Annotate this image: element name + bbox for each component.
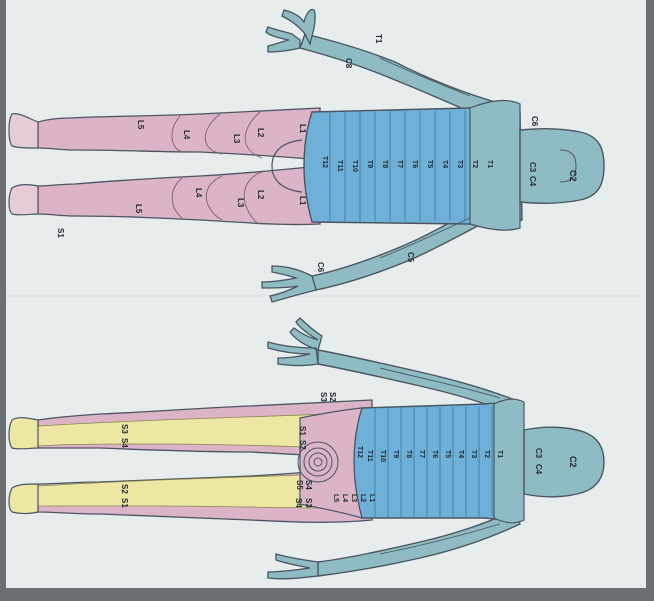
post-l4-bot: L4 [194,188,203,198]
ant-l1: L1 [368,494,375,502]
ant-t11: T11 [366,450,373,462]
post-label-c3: C3 [528,162,537,173]
ant-l4: L4 [341,494,348,502]
ant-t3: T3 [470,450,477,458]
post-t11: T11 [336,160,343,172]
ant-s1-bot: S1 [120,498,129,508]
post-t3: T3 [456,160,463,168]
ant-t12: T12 [356,446,363,458]
ant-s4-pel: S4 [304,480,313,490]
post-label-c6-arm: C6 [530,116,539,127]
post-l2-top: L2 [256,128,265,138]
post-t7: T7 [396,160,403,168]
ant-s2-top: S2 [298,440,307,450]
ant-s4-bot: S4 [294,498,303,508]
post-label-c6-hand: C6 [316,262,325,273]
post-t6: T6 [411,160,418,168]
ant-label-c4: C4 [534,464,543,475]
ant-t1: T1 [496,450,503,458]
post-t2: T2 [471,160,478,168]
post-l1-top: L1 [298,124,307,134]
post-label-c2: C2 [568,170,578,182]
anterior-shoulders [494,399,524,523]
anterior-head [524,427,604,497]
post-t12: T12 [321,156,328,168]
post-label-c8-arm: C8 [344,58,353,69]
ant-s2-pel: S2 [328,392,337,402]
post-t10: T10 [351,160,358,172]
post-l5-top: L5 [136,120,145,130]
ant-t8: T8 [405,450,412,458]
post-t9: T9 [366,160,373,168]
post-l2-bot: L2 [256,190,265,200]
anterior-foot-lower [9,484,38,514]
ant-label-c2: C2 [568,456,578,468]
post-l3-bot: L3 [236,198,245,208]
post-l3-top: L3 [232,134,241,144]
ant-s1-top: S1 [298,426,307,436]
post-l4-top: L4 [182,130,191,140]
ant-lumbar-group: L1 L2 L3 L4 L5 [332,494,375,502]
ant-t9: T9 [392,450,399,458]
post-t5: T5 [426,160,433,168]
posterior-foot-lower [9,185,38,215]
ant-t4: T4 [457,450,464,458]
ant-l2: L2 [359,494,366,502]
post-l1-bot: L1 [298,196,307,206]
post-t4: T4 [441,160,448,168]
post-l5-bot: L5 [134,204,143,214]
ant-s3-bot: S3 [304,498,313,508]
post-label-t1-arm: T1 [374,34,383,44]
ant-t5: T5 [444,450,451,458]
ant-l5: L5 [332,494,339,502]
ant-s5-pel: S5 [295,480,304,490]
post-label-c5-arm: C5 [406,252,415,263]
ant-t10: T10 [379,450,386,462]
anterior-foot-upper [9,418,38,449]
ant-t6: T6 [431,450,438,458]
ant-label-c3: C3 [534,448,543,459]
ant-s3-top: S3 [120,424,129,434]
post-label-c4: C4 [528,176,537,187]
post-s1: S1 [56,228,65,238]
ant-t7: T7 [418,450,425,458]
ant-t2: T2 [483,450,490,458]
post-t1: T1 [486,160,493,168]
ant-l3: L3 [350,494,357,502]
ant-s3-pel: S3 [319,392,328,402]
ant-s4-top: S4 [120,438,129,448]
ant-s2-bot: S2 [120,484,129,494]
post-t8: T8 [381,160,388,168]
